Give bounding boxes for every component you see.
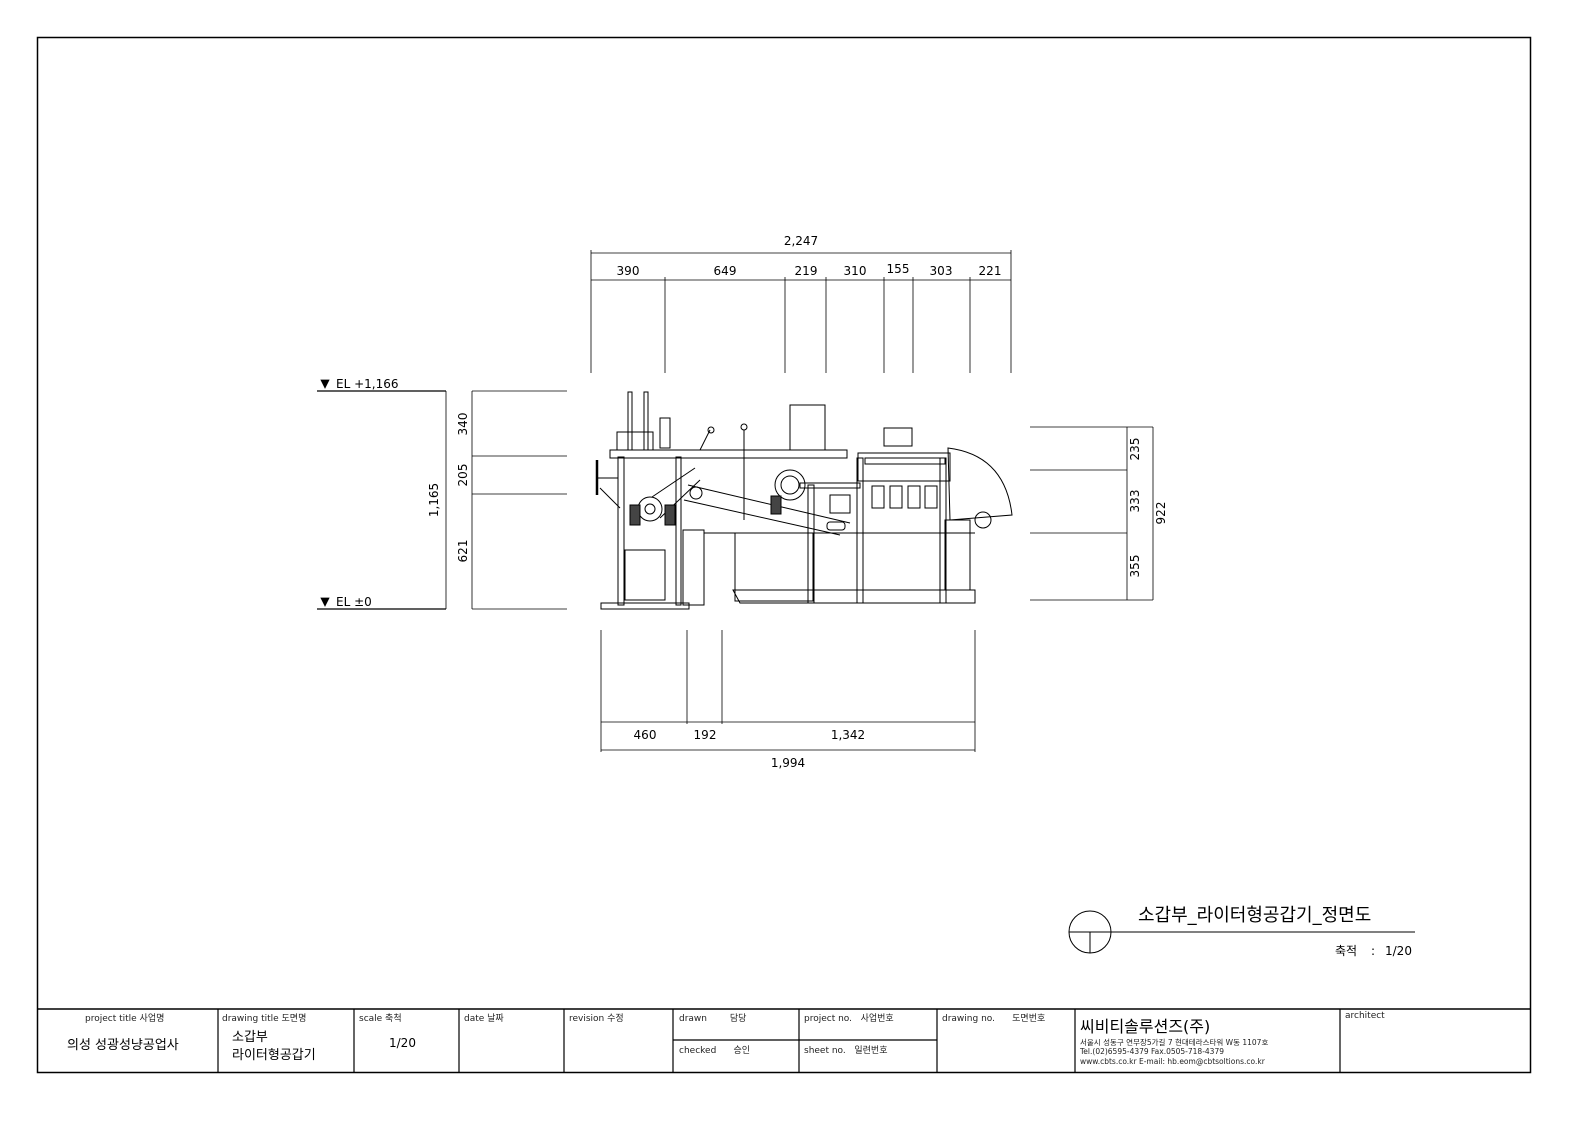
drawing-no-label: drawing no. 도면번호 [942, 1014, 1046, 1024]
top-dimensions [590, 250, 1012, 373]
sheet-border [36, 36, 1532, 1074]
title-block-grid [37, 1008, 1530, 1072]
company-name: 씨비티솔루션즈(주) [1080, 1017, 1211, 1036]
bottom-dimensions [600, 630, 976, 752]
dim-bottom-seg: 460 [634, 728, 657, 742]
date-label: date 날짜 [464, 1014, 504, 1024]
dim-bottom-seg: 192 [694, 728, 717, 742]
scale-value: 1/20 [389, 1036, 416, 1050]
project-title-label: project title 사업명 [85, 1014, 165, 1024]
dim-left-seg: 340 [456, 413, 470, 436]
dim-top-seg: 649 [714, 264, 737, 278]
revision-label: revision 수정 [569, 1014, 624, 1024]
architect-label: architect [1345, 1011, 1385, 1021]
checked-label: checked 승인 [679, 1046, 751, 1056]
dim-bottom-seg: 1,342 [831, 728, 865, 742]
view-scale-colon: : [1371, 944, 1375, 958]
view-title: 소갑부_라이터형공갑기_정면도 [1138, 905, 1371, 926]
drawing-title-label: drawing title 도면명 [222, 1014, 307, 1024]
dim-left-seg: 205 [456, 464, 470, 487]
left-dimensions [317, 379, 567, 610]
project-no-label: project no. 사업번호 [804, 1014, 894, 1024]
right-dimensions [1030, 426, 1154, 601]
dim-left-overall: 1,165 [427, 483, 441, 517]
scale-label: scale 축척 [359, 1014, 402, 1024]
dim-right-seg: 333 [1128, 490, 1142, 513]
dim-top-seg: 390 [617, 264, 640, 278]
dim-right-overall: 922 [1154, 502, 1168, 525]
sheet-no-label: sheet no. 일련번호 [804, 1046, 888, 1056]
drawing-title-line2: 라이터형공갑기 [232, 1048, 316, 1063]
dim-top-seg: 155 [887, 262, 910, 276]
dim-top-seg: 219 [795, 264, 818, 278]
drawn-label: drawn 담당 [679, 1014, 747, 1024]
view-scale-value: 1/20 [1385, 944, 1412, 958]
machine-front-view [595, 391, 1013, 610]
company-web: www.cbts.co.kr E-mail: hb.eom@cbtsoltion… [1080, 1057, 1265, 1066]
company-address: 서울시 성동구 연무장5가길 7 현대테라스타워 W동 1107호 [1080, 1038, 1269, 1047]
dim-right-seg: 355 [1128, 555, 1142, 578]
company-tel: Tel.(02)6595-4379 Fax.0505-718-4379 [1080, 1047, 1224, 1056]
project-title: 의성 성광성냥공업사 [67, 1038, 179, 1053]
dim-right-seg: 235 [1128, 438, 1142, 461]
dim-top-seg: 221 [979, 264, 1002, 278]
el-bottom-label: EL ±0 [336, 595, 372, 609]
dim-top-seg: 303 [930, 264, 953, 278]
drawing-title-line1: 소갑부 [232, 1030, 268, 1045]
dim-bottom-overall: 1,994 [771, 756, 805, 770]
view-scale-label: 축적 [1335, 944, 1357, 958]
dim-left-seg: 621 [456, 540, 470, 563]
view-title-symbol [1068, 910, 1415, 954]
dim-top-seg: 310 [844, 264, 867, 278]
dim-top-overall: 2,247 [784, 234, 818, 248]
el-top-label: EL +1,166 [336, 377, 399, 391]
